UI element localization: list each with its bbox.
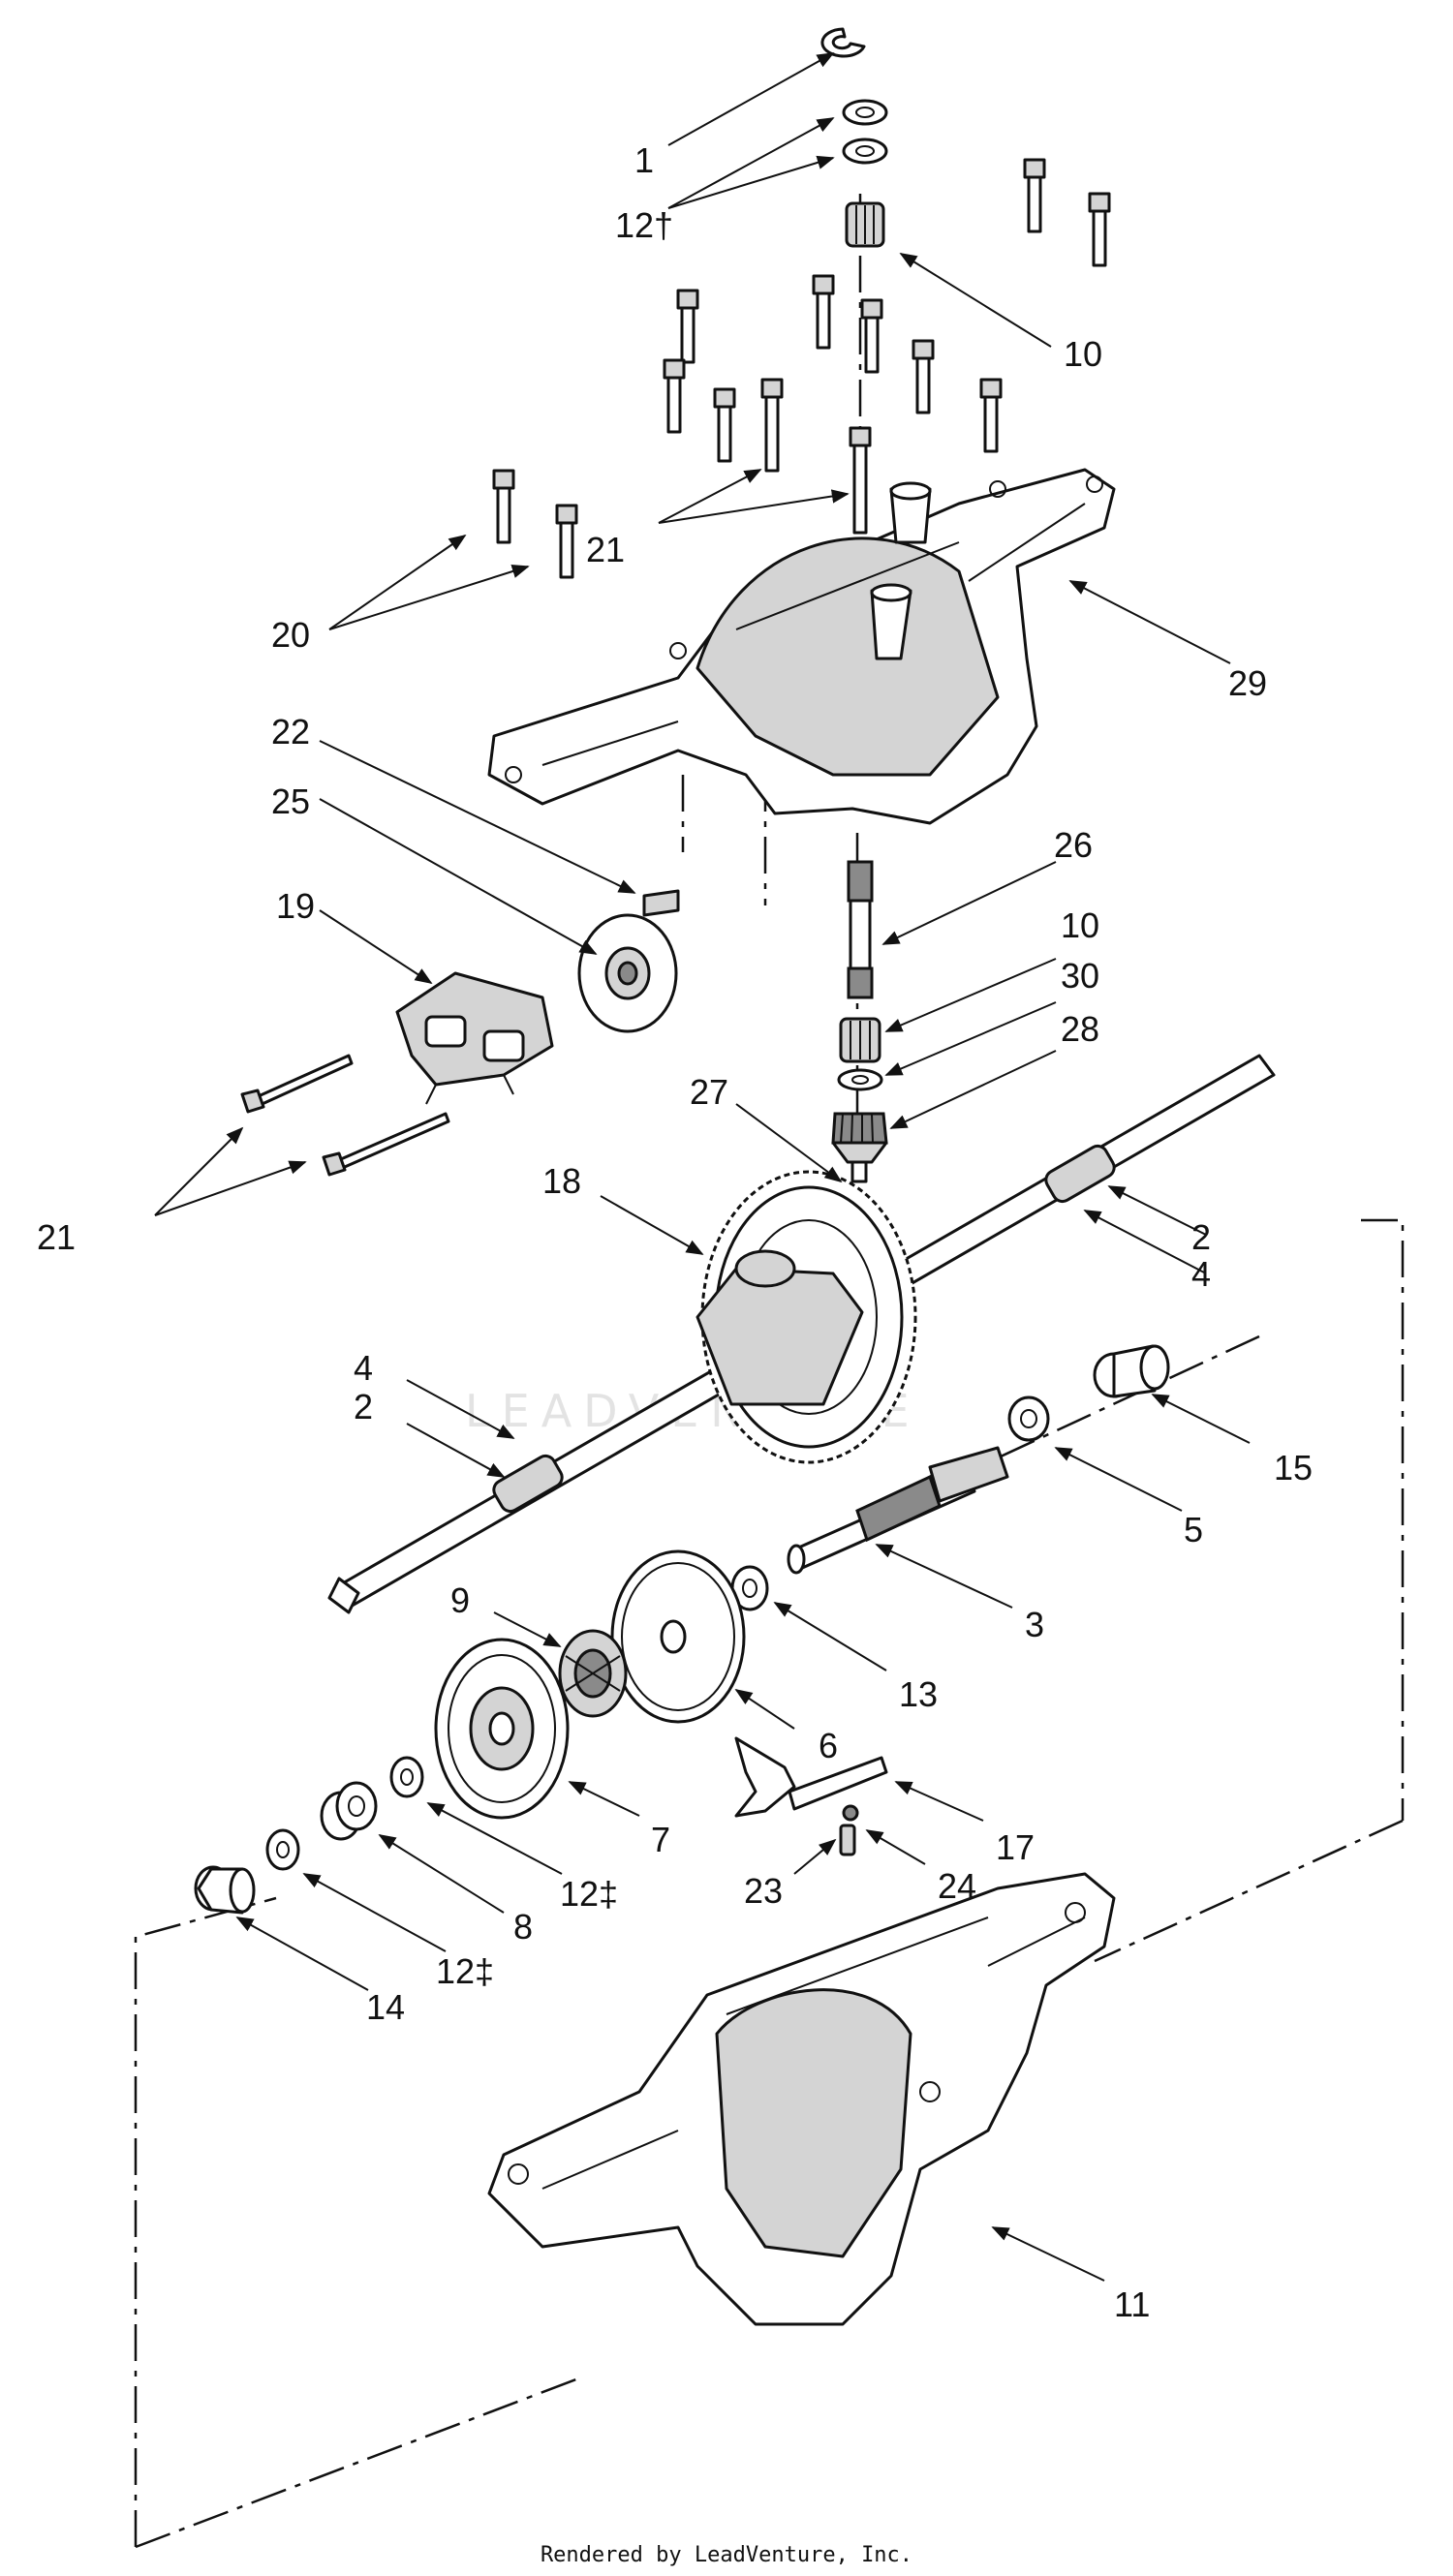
callout-20: 20 xyxy=(271,615,310,655)
callout-21-top: 21 xyxy=(586,530,625,569)
callout-4-right: 4 xyxy=(1191,1254,1211,1294)
callout-27: 27 xyxy=(690,1072,728,1112)
clutch-collar-part xyxy=(558,1629,628,1718)
input-shaft-part xyxy=(847,860,874,999)
callout-3: 3 xyxy=(1025,1605,1044,1644)
bevel-pinion-part xyxy=(831,1112,888,1183)
callout-13: 13 xyxy=(899,1674,938,1714)
detent-ball-part xyxy=(842,1804,859,1822)
callout-7: 7 xyxy=(651,1820,670,1859)
callout-2-right: 2 xyxy=(1191,1217,1211,1257)
callout-12-ddagger-mid: 12‡ xyxy=(560,1874,618,1914)
washer-lower-b-part xyxy=(265,1828,300,1871)
callout-24: 24 xyxy=(938,1866,976,1906)
countershaft-part xyxy=(787,1446,1009,1575)
sprocket-gear-part xyxy=(434,1638,570,1820)
leader-lines xyxy=(154,52,1251,2282)
callout-18: 18 xyxy=(542,1161,581,1201)
callout-8: 8 xyxy=(513,1907,533,1947)
callout-10-mid: 10 xyxy=(1061,905,1099,945)
callout-12-dagger: 12† xyxy=(615,205,673,245)
spur-gear-disc-part xyxy=(610,1549,746,1724)
washer-right-part xyxy=(1007,1395,1050,1442)
upper-housing-part xyxy=(487,468,1116,825)
detent-spring-part xyxy=(839,1824,856,1856)
ring-gear-part xyxy=(696,1170,917,1464)
callout-19: 19 xyxy=(276,886,315,926)
key-part xyxy=(642,889,680,917)
callout-labels: 1 12† 10 21 20 29 22 25 19 26 10 30 28 2… xyxy=(37,140,1313,2324)
callout-30: 30 xyxy=(1061,956,1099,996)
callout-17: 17 xyxy=(996,1827,1035,1867)
retaining-ring-part xyxy=(820,27,866,58)
bushing-right-part xyxy=(1093,1344,1170,1398)
brake-assembly-part xyxy=(395,971,554,1105)
callout-1: 1 xyxy=(634,140,654,180)
bushing-left-part xyxy=(194,1865,256,1915)
washer-lower-a-part xyxy=(389,1756,424,1798)
callout-6: 6 xyxy=(819,1726,838,1765)
callout-23: 23 xyxy=(744,1871,783,1911)
callout-28: 28 xyxy=(1061,1009,1099,1049)
callout-5: 5 xyxy=(1184,1510,1203,1549)
callout-11: 11 xyxy=(1114,2285,1150,2324)
needle-bearing-lower-part xyxy=(839,1017,881,1063)
needle-bearing-top-part xyxy=(845,201,885,248)
callout-4-left: 4 xyxy=(354,1348,373,1388)
callout-22: 22 xyxy=(271,712,310,751)
callout-14: 14 xyxy=(366,1987,405,2027)
callout-12-ddagger-low: 12‡ xyxy=(436,1951,494,1991)
callout-2-left: 2 xyxy=(354,1387,373,1426)
footer-credit: Rendered by LeadVenture, Inc. xyxy=(540,2543,913,2567)
washer-top-parts xyxy=(842,99,888,165)
callout-26: 26 xyxy=(1054,825,1093,865)
callout-29: 29 xyxy=(1228,663,1267,703)
callout-21-left: 21 xyxy=(37,1217,76,1257)
bolt-group xyxy=(492,158,1111,579)
callout-25: 25 xyxy=(271,782,310,821)
bushing-mid-part xyxy=(320,1781,378,1841)
long-bolt-group xyxy=(240,1054,450,1177)
brake-disc-part xyxy=(577,913,678,1033)
shift-fork-part xyxy=(734,1736,888,1818)
thrust-washer-part xyxy=(837,1068,883,1091)
lower-housing-part xyxy=(487,1872,1116,2326)
callout-9: 9 xyxy=(450,1580,470,1620)
callout-10-top: 10 xyxy=(1064,334,1102,374)
callout-15: 15 xyxy=(1274,1448,1313,1487)
